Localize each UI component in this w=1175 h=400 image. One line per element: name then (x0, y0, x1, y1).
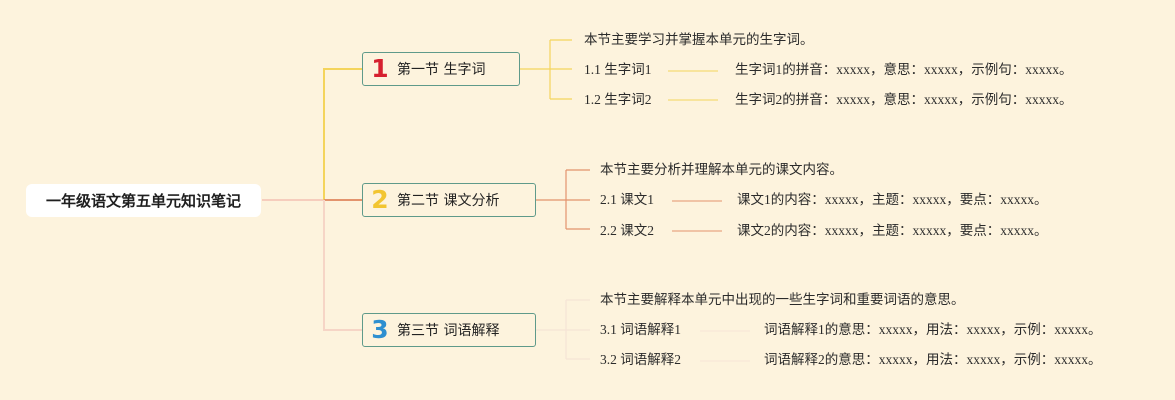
section-3-item-2-label[interactable]: 3.2 词语解释2 (600, 352, 681, 367)
section-1-summary[interactable]: 本节主要学习并掌握本单元的生字词。 (584, 32, 814, 47)
section-1-item-1-label[interactable]: 1.1 生字词1 (584, 62, 652, 77)
section-1-label: 第一节 生字词 (397, 62, 486, 78)
section-2-item-1-label[interactable]: 2.1 课文1 (600, 192, 654, 207)
section-2-item-2-label[interactable]: 2.2 课文2 (600, 223, 654, 238)
section-3-item-1-detail[interactable]: 词语解释1的意思：xxxxx，用法：xxxxx，示例：xxxxx。 (764, 322, 1102, 337)
section-2-label: 第二节 课文分析 (397, 193, 500, 209)
section-2-summary[interactable]: 本节主要分析并理解本单元的课文内容。 (600, 162, 843, 177)
section-1-item-2-label[interactable]: 1.2 生字词2 (584, 92, 652, 107)
section-2-item-1-detail[interactable]: 课文1的内容：xxxxx，主题：xxxxx，要点：xxxxx。 (737, 192, 1048, 207)
section-3-node[interactable]: 3 第三节 词语解释 (362, 313, 536, 347)
section-1-item-1-detail[interactable]: 生字词1的拼音：xxxxx，意思：xxxxx，示例句：xxxxx。 (735, 62, 1073, 77)
section-3-label: 第三节 词语解释 (397, 323, 500, 339)
root-topic[interactable]: 一年级语文第五单元知识笔记 (26, 184, 261, 217)
section-2-node[interactable]: 2 第二节 课文分析 (362, 183, 536, 217)
section-3-item-2-detail[interactable]: 词语解释2的意思：xxxxx，用法：xxxxx，示例：xxxxx。 (764, 352, 1102, 367)
section-2-number-icon: 2 (371, 185, 389, 214)
section-1-number-icon: 1 (371, 54, 389, 83)
section-1-node[interactable]: 1 第一节 生字词 (362, 52, 520, 86)
section-2-item-2-detail[interactable]: 课文2的内容：xxxxx，主题：xxxxx，要点：xxxxx。 (737, 223, 1048, 238)
section-3-summary[interactable]: 本节主要解释本单元中出现的一些生字词和重要词语的意思。 (600, 292, 965, 307)
section-1-item-2-detail[interactable]: 生字词2的拼音：xxxxx，意思：xxxxx，示例句：xxxxx。 (735, 92, 1073, 107)
section-3-number-icon: 3 (371, 315, 389, 344)
root-title: 一年级语文第五单元知识笔记 (45, 192, 241, 210)
section-3-item-1-label[interactable]: 3.1 词语解释1 (600, 322, 681, 337)
